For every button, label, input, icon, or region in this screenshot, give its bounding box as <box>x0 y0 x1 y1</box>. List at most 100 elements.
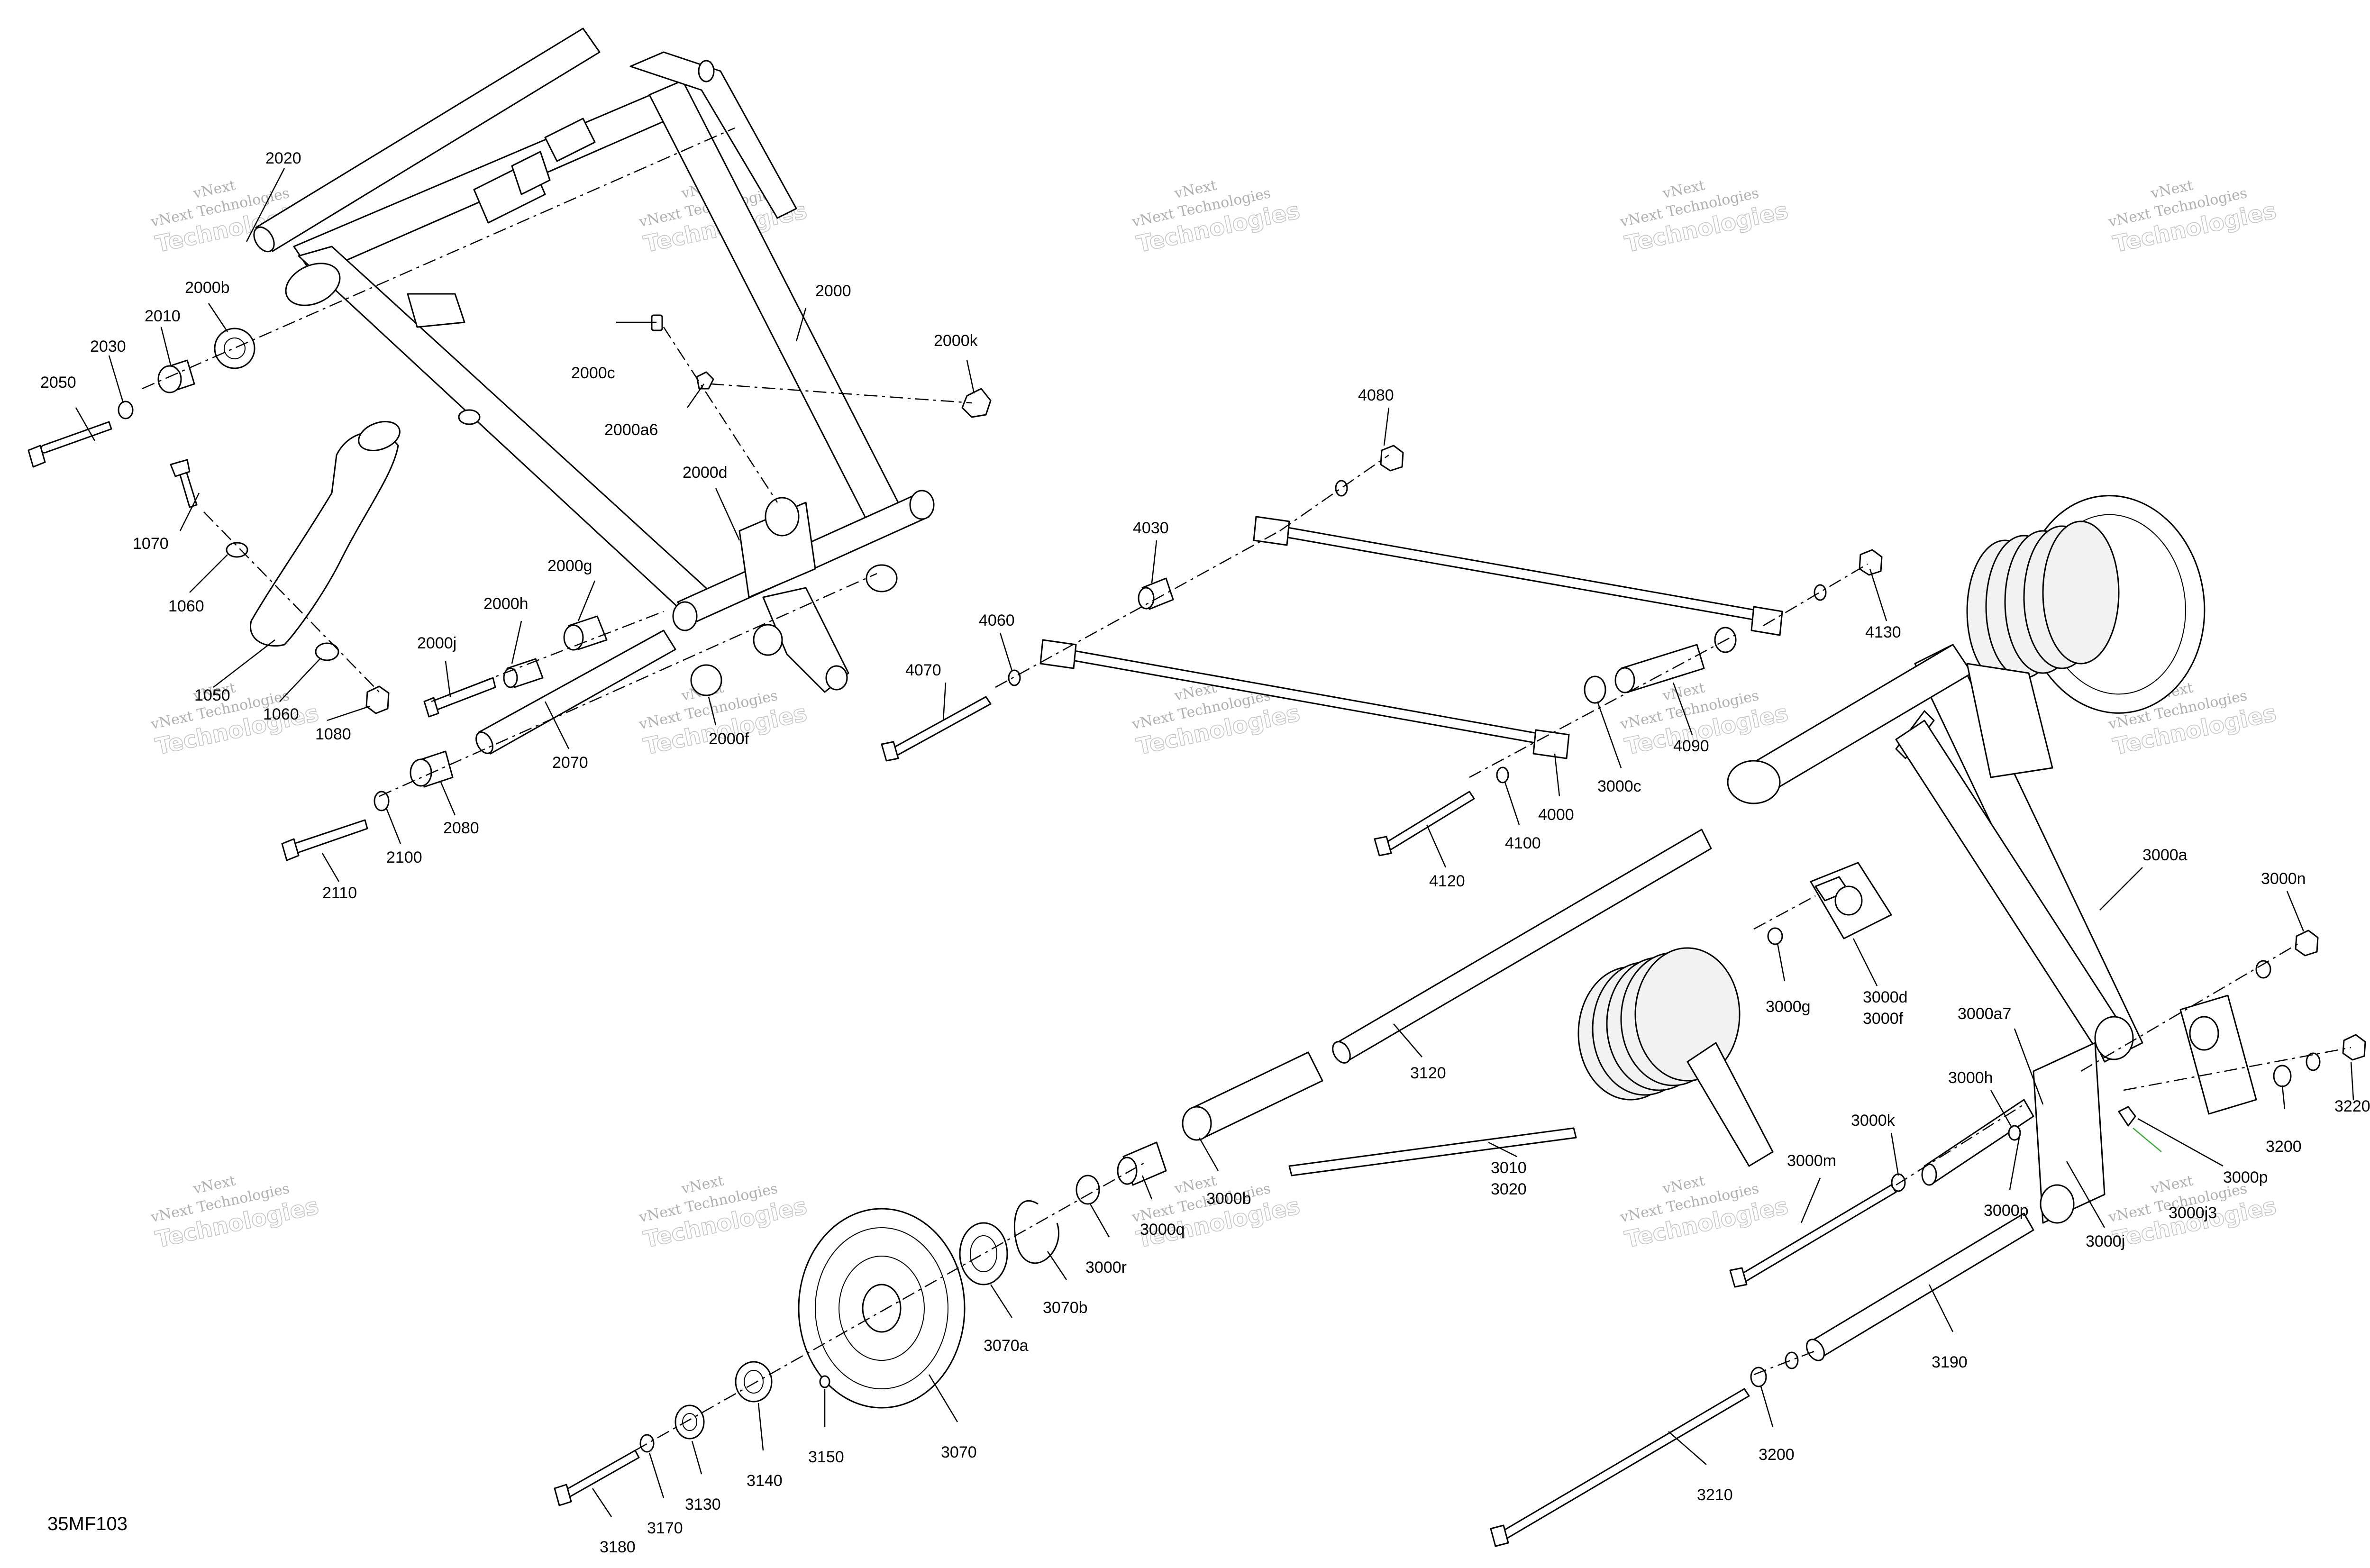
rod-upper <box>1253 516 1783 636</box>
small-parts-lower <box>554 1141 1167 1506</box>
callout-2100: 2100 <box>386 848 422 866</box>
bearing-3070a <box>959 1222 1008 1285</box>
bolt-1070 <box>170 459 198 508</box>
callout-4000: 4000 <box>1538 806 1574 824</box>
callout-3070a: 3070a <box>984 1337 1029 1355</box>
callout-3200-right: 3200 <box>2266 1138 2302 1156</box>
callout-4130: 4130 <box>1865 623 1901 641</box>
front-arm-assembly <box>27 27 992 861</box>
callout-3000c: 3000c <box>1597 777 1641 795</box>
callout-3000f: 3000f <box>1863 1010 1904 1028</box>
callout-3120: 3120 <box>1410 1064 1446 1082</box>
fitting-2000a6 <box>696 371 714 390</box>
rod-lower-4000 <box>1039 639 1570 759</box>
callout-2050: 2050 <box>40 374 76 392</box>
washer-3170 <box>639 1434 655 1453</box>
callout-2110: 2110 <box>322 884 357 902</box>
callout-1060-lower: 1060 <box>263 705 299 723</box>
linkage-assembly <box>881 445 1883 857</box>
callout-labels: 2020 2000 2000b 2010 2030 2050 2000c 200… <box>40 149 2370 1556</box>
callout-2020: 2020 <box>265 149 301 167</box>
arm-1050 <box>250 421 401 647</box>
washer-4060 <box>1008 669 1021 686</box>
bushing-2000f <box>690 664 722 696</box>
washer-2030 <box>118 401 134 419</box>
bolt-2050 <box>27 421 112 468</box>
spacer-4090 <box>1614 644 1705 693</box>
watermark: vNext vNext Technologies Technologies <box>637 1172 810 1253</box>
callout-3130: 3130 <box>685 1495 721 1513</box>
callout-2000f: 2000f <box>709 730 749 748</box>
callout-2000: 2000 <box>815 282 851 300</box>
bolt-2000j <box>423 677 496 718</box>
callout-3000p-left: 3000p <box>1984 1202 2029 1220</box>
callout-3000h: 3000h <box>1948 1069 1993 1087</box>
watermark: vNext vNext Technologies Technologies <box>149 1172 321 1253</box>
rear-arm-assembly <box>1490 495 2366 1547</box>
callout-3000q: 3000q <box>1140 1221 1185 1239</box>
callout-2030: 2030 <box>90 337 126 356</box>
bolt-2110 <box>281 819 368 861</box>
callout-2000k: 2000k <box>934 332 978 350</box>
callout-3000a7: 3000a7 <box>1958 1005 2011 1023</box>
callout-3070b: 3070b <box>1043 1299 1088 1317</box>
callout-3000b: 3000b <box>1206 1190 1251 1208</box>
tube-2020 <box>253 27 601 253</box>
callout-2000a6: 2000a6 <box>604 421 658 439</box>
callout-3190: 3190 <box>1932 1353 1968 1371</box>
washer-2100 <box>374 791 390 811</box>
watermark: vNext vNext Technologies Technologies <box>1130 177 1303 258</box>
callout-4100: 4100 <box>1505 834 1541 852</box>
fitting-3000p <box>2118 1106 2136 1127</box>
callout-2000j: 2000j <box>417 634 456 652</box>
nut-1080 <box>365 685 390 714</box>
callout-2000h: 2000h <box>483 595 529 613</box>
callout-3200-lower: 3200 <box>1759 1446 1795 1464</box>
washer-3200-lower <box>1750 1367 1767 1387</box>
callout-3000j: 3000j <box>2086 1232 2125 1250</box>
leader-3000j3 <box>2133 1128 2162 1152</box>
washer-3200 <box>2273 1065 2292 1087</box>
shaft-2070 <box>475 629 676 755</box>
watermark: vNext vNext Technologies Technologies <box>1618 177 1791 258</box>
leader-lines <box>75 168 2354 1517</box>
bolt-4070 <box>881 696 992 762</box>
callout-4090: 4090 <box>1673 737 1709 755</box>
callout-3000k: 3000k <box>1851 1112 1896 1130</box>
washer-1060 <box>226 542 248 558</box>
callout-2000d: 2000d <box>683 464 728 482</box>
shaft-3120 <box>1332 829 1712 1064</box>
callout-2070: 2070 <box>552 754 588 772</box>
callout-3220: 3220 <box>2334 1097 2370 1115</box>
clip-3000g <box>1767 927 1783 945</box>
bushing-3130 <box>675 1404 705 1440</box>
a-frame-2000 <box>285 51 935 631</box>
wheel-3070 <box>798 1208 966 1409</box>
callout-3000g: 3000g <box>1766 998 1811 1016</box>
nut-3000n <box>2295 930 2319 957</box>
nut-3220 <box>2342 1034 2366 1061</box>
bushing-2010 <box>157 359 195 393</box>
washer-3220 <box>2306 1052 2321 1071</box>
frame-3000a <box>1727 644 2143 1063</box>
bushing-2000h <box>503 658 544 688</box>
washer-3200-lower-b <box>1785 1351 1799 1369</box>
washer-4130-a <box>1814 584 1827 601</box>
callout-1060: 1060 <box>168 597 204 615</box>
callout-3140: 3140 <box>747 1472 783 1490</box>
washer-1060b <box>315 642 339 661</box>
grease-3150 <box>819 1375 830 1388</box>
callout-2010: 2010 <box>145 307 181 325</box>
callout-1080: 1080 <box>315 725 351 743</box>
callout-3180: 3180 <box>600 1538 636 1556</box>
diagram-code: 35MF103 <box>47 1513 128 1534</box>
callout-4080: 4080 <box>1358 386 1394 404</box>
ring-3000r <box>1076 1175 1100 1205</box>
callout-3000r: 3000r <box>1085 1258 1127 1276</box>
callout-3020: 3020 <box>1491 1180 1527 1198</box>
fitting-3000k <box>2008 1125 2021 1141</box>
bolt-3210 <box>1490 1388 1750 1547</box>
watermark: vNext vNext Technologies Technologies <box>1618 1172 1791 1253</box>
callout-4120: 4120 <box>1429 872 1465 890</box>
